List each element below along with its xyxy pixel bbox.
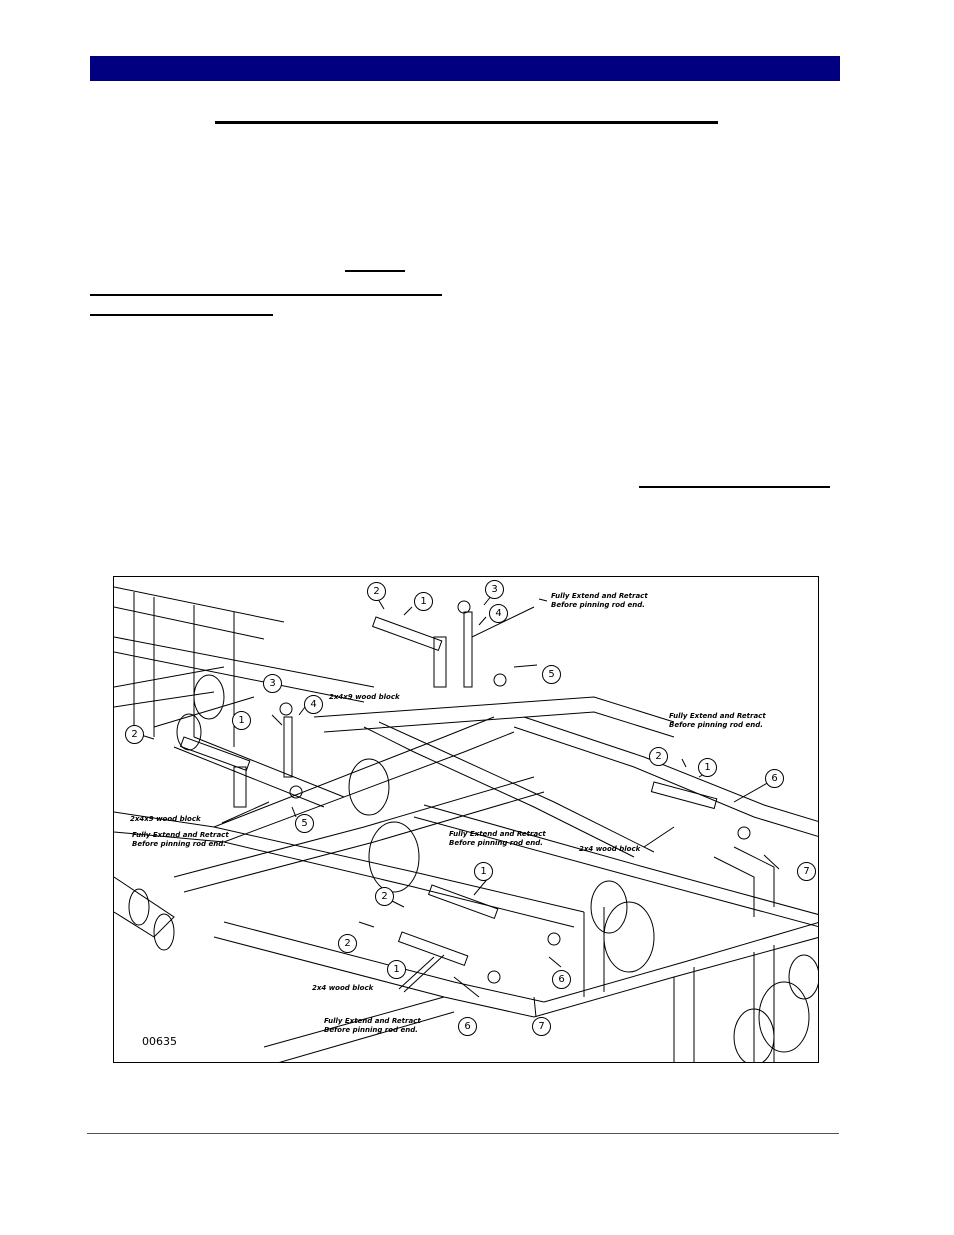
extend-retract-note: Fully Extend and Retract: [449, 830, 546, 838]
extend-retract-note: Fully Extend and Retract: [132, 831, 229, 839]
extend-retract-note: Fully Extend and Retract: [669, 712, 766, 720]
text-underline: [90, 314, 273, 316]
callout-1: 1: [414, 592, 433, 611]
callout-6: 6: [458, 1017, 477, 1036]
callout-4: 4: [489, 604, 508, 623]
callout-3: 3: [485, 580, 504, 599]
wood-block-label: 2x4 wood block: [312, 984, 374, 992]
frame-drawing: [114, 586, 818, 1062]
footer-rule: [87, 1133, 839, 1134]
extend-retract-note: Fully Extend and Retract: [324, 1017, 421, 1025]
callout-2: 2: [649, 747, 668, 766]
callout-2: 2: [125, 725, 144, 744]
callout-3: 3: [263, 674, 282, 693]
callout-2: 2: [367, 582, 386, 601]
text-underline: [90, 294, 442, 296]
pinning-note: Before pinning rod end.: [551, 601, 645, 609]
extend-retract-note: Fully Extend and Retract: [551, 592, 648, 600]
text-underline: [345, 270, 405, 272]
pinning-note: Before pinning rod end.: [669, 721, 763, 729]
header-bar: [90, 56, 840, 81]
pinning-note: Before pinning rod end.: [449, 839, 543, 847]
callout-2: 2: [338, 934, 357, 953]
callout-6: 6: [765, 769, 784, 788]
callout-1: 1: [232, 711, 251, 730]
figure-number: 00635: [142, 1035, 177, 1048]
assembly-figure: 1 2 3 4 5 1 2 3 4 5 1 2 6 7 1 2 1 2 6 7 …: [113, 576, 819, 1063]
callout-6: 6: [552, 970, 571, 989]
callout-1: 1: [698, 758, 717, 777]
callout-2: 2: [375, 887, 394, 906]
callout-5: 5: [542, 665, 561, 684]
callout-4: 4: [304, 695, 323, 714]
pinning-note: Before pinning rod end.: [324, 1026, 418, 1034]
wood-block-label: 2x4 wood block: [579, 845, 641, 853]
callout-1: 1: [474, 862, 493, 881]
wood-block-label: 2x4x9 wood block: [329, 693, 400, 701]
callout-7: 7: [532, 1017, 551, 1036]
callout-1: 1: [387, 960, 406, 979]
title-underline: [215, 121, 718, 124]
callout-5: 5: [295, 814, 314, 833]
wood-block-label: 2x4x9 wood block: [130, 815, 201, 823]
callout-7: 7: [797, 862, 816, 881]
pinning-note: Before pinning rod end.: [132, 840, 226, 848]
text-underline: [639, 486, 830, 488]
